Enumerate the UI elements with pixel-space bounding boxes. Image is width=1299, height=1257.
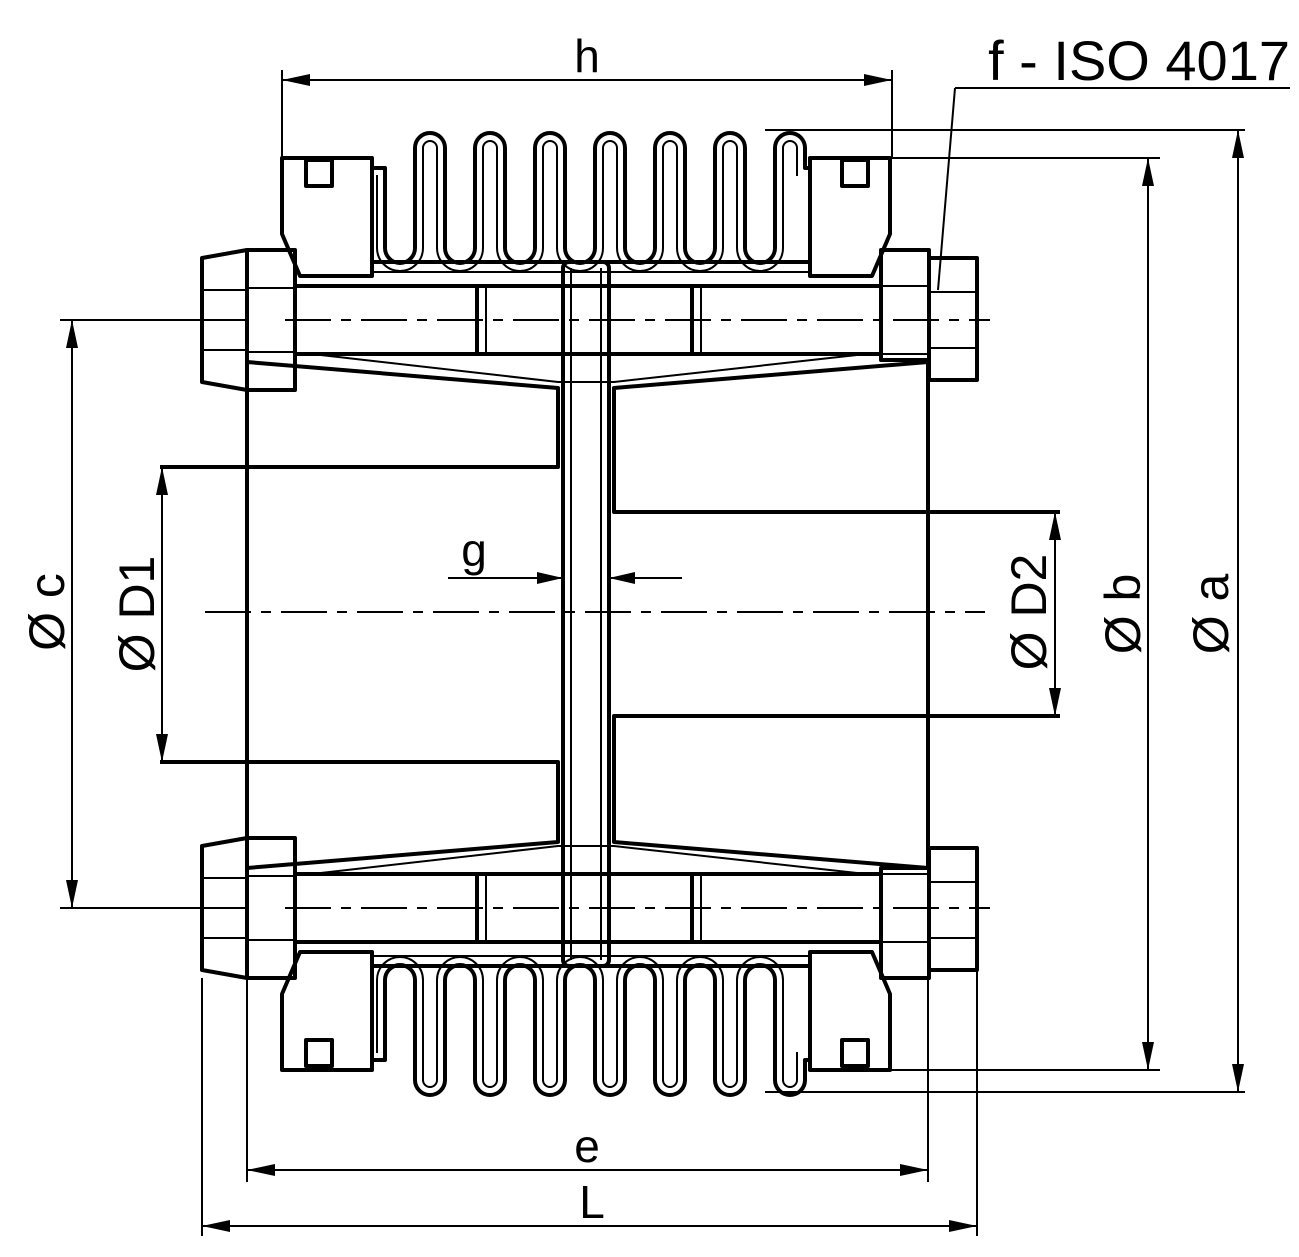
extension-lines	[60, 70, 1290, 1236]
bottom-bellows	[372, 956, 810, 1097]
top-clamp-rings	[280, 156, 892, 278]
left-hub	[160, 360, 560, 870]
label-l: L	[579, 1176, 605, 1228]
center-lines	[205, 319, 990, 909]
dimension-lines	[66, 74, 1244, 1232]
label-d1: Ø D1	[109, 556, 165, 673]
center-spacer	[561, 260, 611, 968]
dimension-labels: h f - ISO 4017 Ø c Ø D1 g Ø D2 Ø b Ø a e…	[19, 29, 1290, 1228]
label-g: g	[461, 524, 487, 576]
bottom-clamp-rings	[280, 950, 892, 1072]
label-c: Ø c	[19, 573, 75, 651]
right-hub	[612, 360, 1060, 870]
label-f: f - ISO 4017	[988, 29, 1290, 92]
label-b: Ø b	[1095, 574, 1151, 655]
label-h: h	[574, 30, 600, 82]
label-e: e	[574, 1120, 600, 1172]
label-d2: Ø D2	[1001, 554, 1057, 671]
label-a: Ø a	[1183, 574, 1239, 655]
top-bellows	[372, 131, 810, 272]
